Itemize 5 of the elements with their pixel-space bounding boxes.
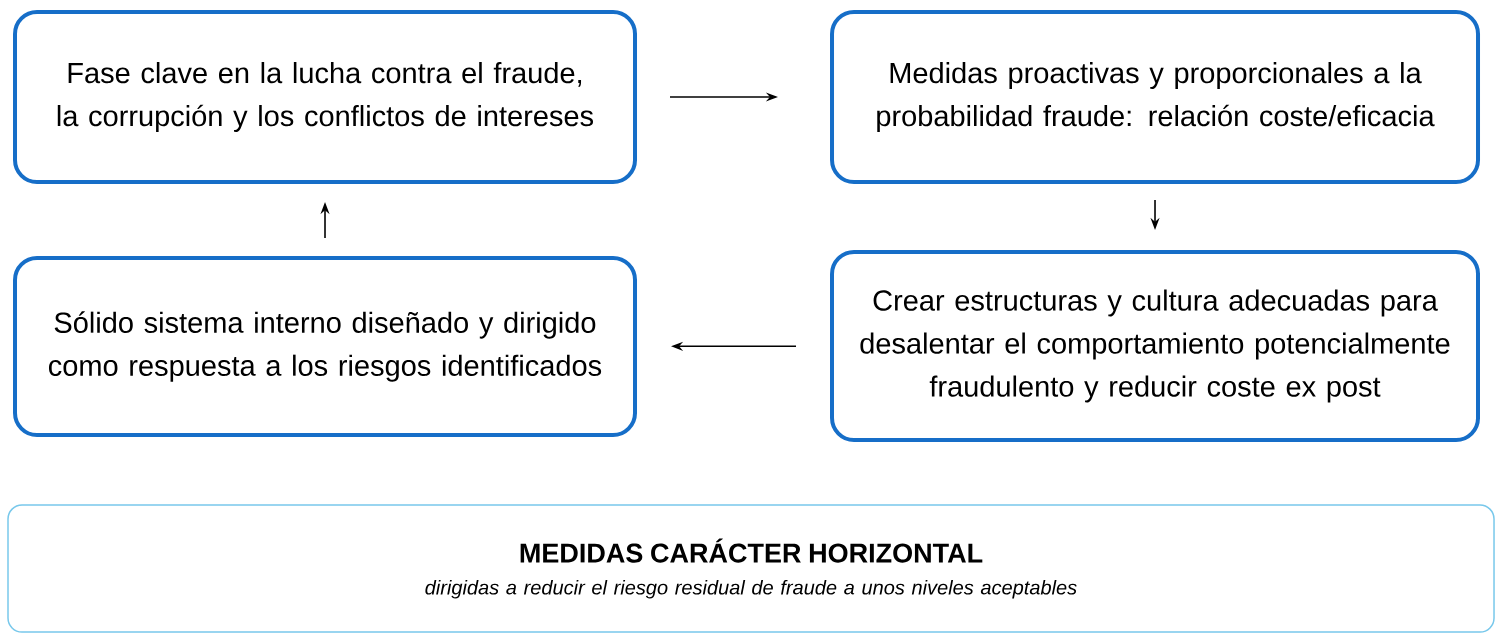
banner-box: MEDIDAS CARÁCTER HORIZONTAL dirigidas a reducir el riesgo residual de fraude a unos niveles aceptables: [7, 504, 1495, 633]
process-box: Sólido sistema interno diseñado y dirigido como respuesta a los riesgos identificados: [13, 256, 637, 437]
process-box: Medidas proactivas y proporcionales a la probabilidad fraude: relación coste/eficacia: [830, 10, 1480, 184]
process-box: Crear estructuras y cultura adecuadas para desalentar el comportamiento potencialmente fraudulento y reducir coste ex post: [830, 250, 1480, 442]
process-box: Fase clave en la lucha contra el fraude, la corrupción y los conflictos de intereses: [13, 10, 637, 184]
